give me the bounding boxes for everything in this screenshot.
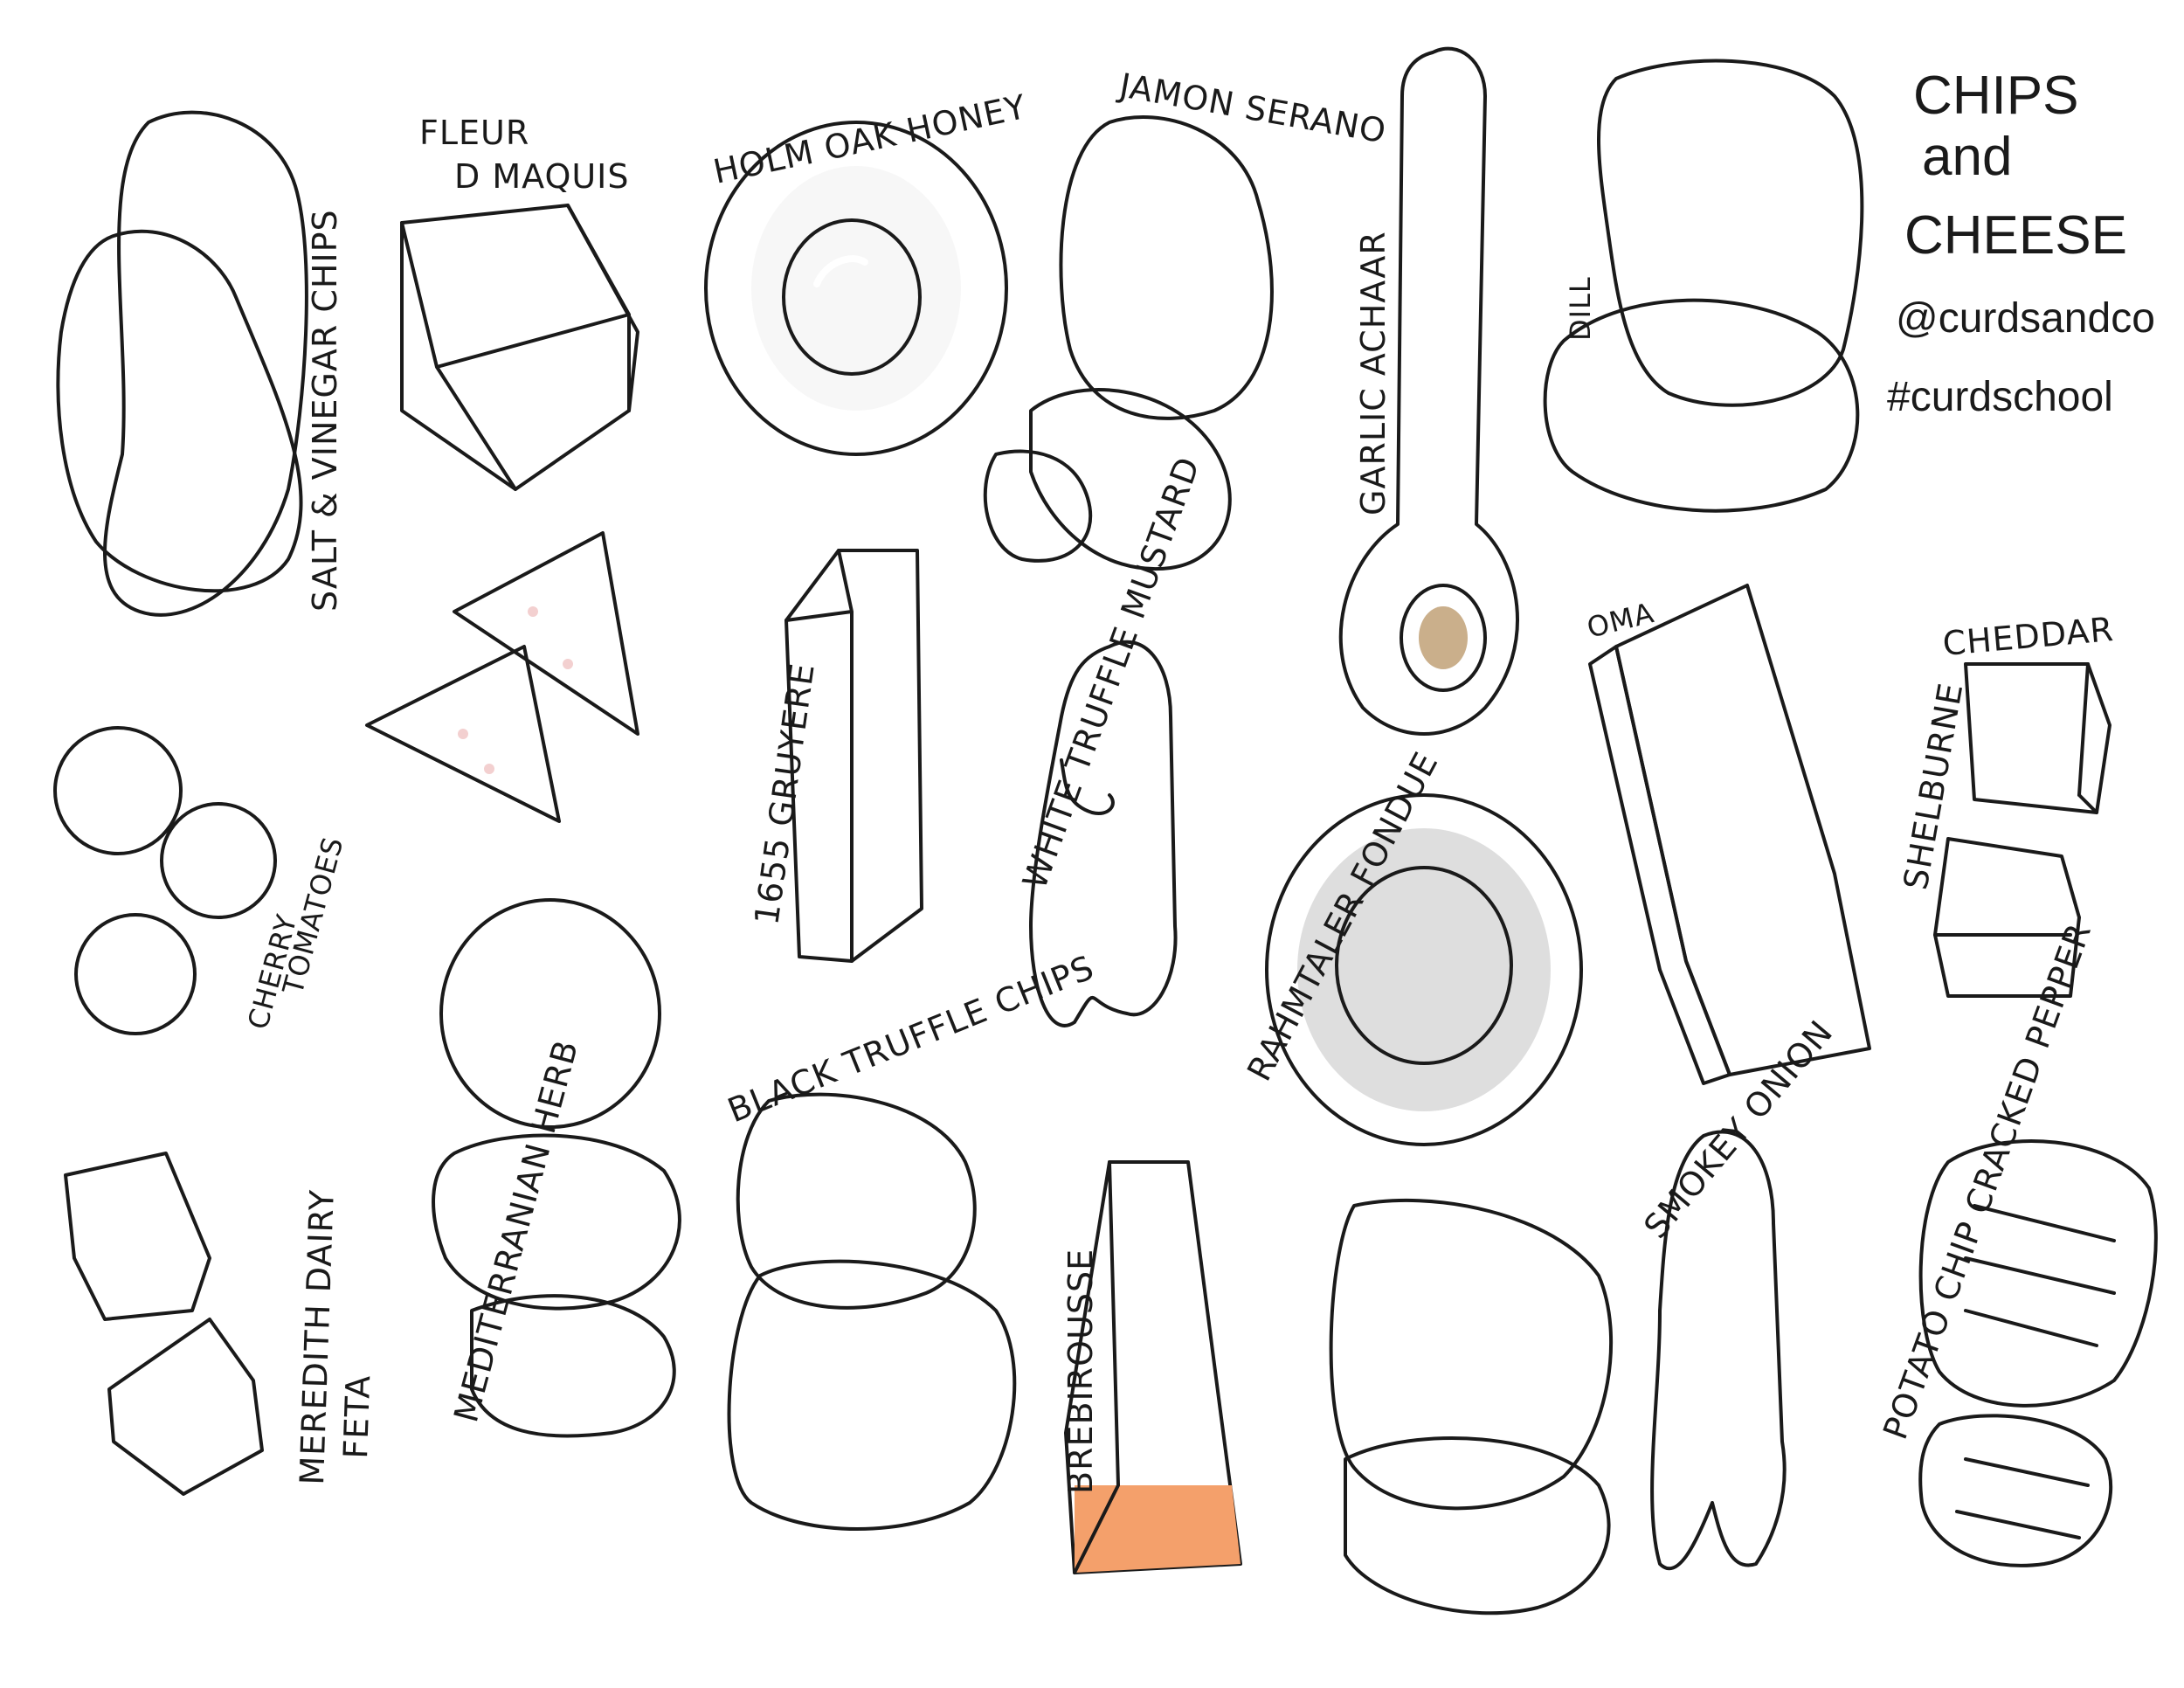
potato-chip-cracked-pepper [1918, 1139, 2158, 1567]
black-truffle-chips [727, 1092, 1017, 1531]
label-black-truffle: BLACK TRUFFLE CHIPS [722, 948, 1100, 1131]
salt-vinegar-chips [56, 110, 308, 617]
white-truffle-mustard [1029, 640, 1178, 1027]
label-med-herb: MEDITERRANIAN HERB [446, 1035, 585, 1426]
label-feta-line2: FETA [336, 1374, 377, 1460]
label-salt-vinegar: SALT & VINEGAR CHIPS [306, 209, 344, 612]
title-block: CHIPS and CHEESE @curdsandco #curdschool [1887, 66, 2155, 420]
label-mustard: WHITE TRUFFLE MUSTARD [1015, 452, 1207, 894]
label-cheddar-line1: CHEDDAR [1941, 610, 2115, 663]
salami-slices [365, 531, 639, 823]
hashtag-text: #curdschool [1887, 374, 2113, 420]
meredith-dairy-feta [64, 1152, 264, 1496]
label-garlic: GARLIC ACHAAR [1354, 231, 1393, 515]
label-dill: DILL [1564, 276, 1597, 341]
holm-oak-honey-bowl [704, 121, 1008, 456]
label-fleur-line2: D MAQUIS [454, 157, 630, 196]
label-gruyere: 1655 GRUYERE [747, 661, 822, 927]
brebirousse-cheese [1064, 1160, 1242, 1574]
shelburne-cheddar [1933, 662, 2111, 998]
title-line-3: CHEESE [1904, 205, 2127, 266]
label-oma: OMA [1584, 596, 1658, 645]
labels: SALT & VINEGAR CHIPS FLEUR D MAQUIS HOLM… [241, 66, 2115, 1494]
cherry-tomatoes [53, 726, 277, 1035]
label-jamon: JAMON SERANO [1115, 66, 1389, 150]
dill-chips [1543, 59, 1864, 513]
label-smokey: SMOKEY ONION [1636, 1013, 1841, 1245]
oma-cheese [1588, 584, 1871, 1085]
label-feta-line1: MEREDITH DAIRY [293, 1188, 342, 1485]
garlic-achaar-spoon [1338, 46, 1519, 736]
title-line-2: and [1922, 127, 2012, 187]
handle-text: @curdsandco [1896, 295, 2155, 342]
rahmtaler-fondue-bowl [1265, 793, 1583, 1146]
title-line-1: CHIPS [1913, 66, 2078, 126]
smokey-onion-dip [1650, 1130, 1787, 1571]
label-fleur-line1: FLEUR [419, 114, 529, 152]
label-cheddar-line2: SHELBURNE [1897, 680, 1971, 893]
smokey-onion-chips [1329, 1198, 1614, 1615]
gruyere-cheese [784, 549, 923, 963]
fleur-d-maquis-cheese [400, 204, 639, 491]
jamon-serano-chips [983, 115, 1274, 571]
mediterranian-herb-chips [432, 898, 681, 1438]
label-brebirousse: BREBIROUSSE [1061, 1249, 1100, 1494]
